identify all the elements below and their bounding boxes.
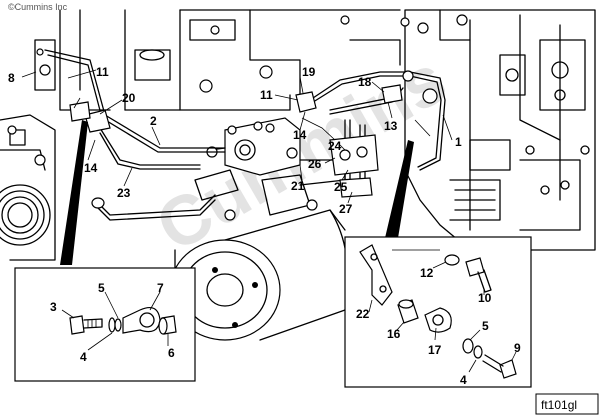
pulley-assembly [0,39,56,261]
callout-12: 12 [420,266,434,280]
callout-2: 2 [150,114,157,128]
callout-14-center: 14 [293,128,307,142]
callout-4-right: 4 [460,373,467,387]
inset-clamp-right [344,236,532,388]
callout-11-center: 11 [260,88,273,102]
leader-lines [21,69,453,204]
fuel-lines [44,49,446,221]
copyright-text: ©Cummins Inc [8,2,68,12]
callout-5-right: 5 [482,319,489,333]
callout-14-left: 14 [84,161,98,175]
callout-5-left: 5 [98,281,105,295]
inset-pointers [60,120,414,265]
callout-13: 13 [384,119,398,133]
callout-23: 23 [117,186,131,200]
callout-11-left: 11 [96,65,109,79]
figure-code: ft101gl [541,398,577,412]
callout-27: 27 [339,202,353,216]
callout-24: 24 [328,139,342,153]
inset-clamp-left [14,267,196,382]
callout-7: 7 [157,281,164,295]
callout-17: 17 [428,343,442,357]
callout-16: 16 [387,327,401,341]
callout-3: 3 [50,300,57,314]
callout-1: 1 [455,135,462,149]
callout-20: 20 [122,91,136,105]
callout-19: 19 [302,65,316,79]
callout-18: 18 [358,75,372,89]
figure-code-box: ft101gl [535,393,599,415]
callout-6: 6 [168,346,175,360]
cylinder-head [59,9,401,111]
callout-21: 21 [291,179,305,193]
callout-25: 25 [334,180,348,194]
callout-22: 22 [356,307,370,321]
engine-block [400,9,596,251]
callout-26: 26 [308,157,322,171]
fuel-pump [194,117,346,216]
callout-9: 9 [514,341,521,355]
callouts: 8 11 20 14 23 2 19 11 14 18 13 1 24 26 2… [8,65,521,387]
callout-10: 10 [478,291,492,305]
callout-4-left: 4 [80,350,87,364]
callout-8: 8 [8,71,15,85]
